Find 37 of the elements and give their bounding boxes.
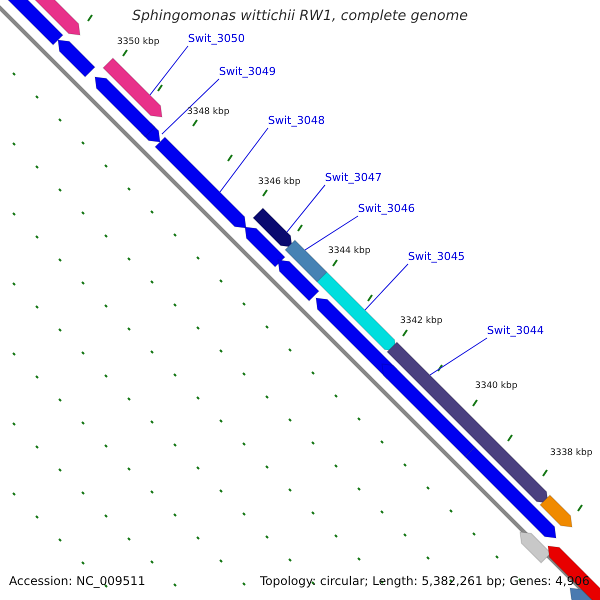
gene-feature: [154, 136, 247, 229]
gene-label: Swit_3050: [188, 32, 245, 45]
scale-label: 3346 kbp: [258, 177, 300, 187]
gene-feature: [57, 39, 96, 78]
scale-label: 3350 kbp: [117, 37, 160, 47]
leader-line: [219, 128, 268, 193]
gene-feature: [34, 0, 81, 36]
gene-label: Swit_3048: [268, 114, 325, 127]
scale-label: 3344 kbp: [328, 246, 370, 256]
scale-label: 3338 kbp: [550, 448, 592, 458]
leader-line: [304, 216, 358, 251]
gene-feature: [539, 494, 573, 528]
gene-feature: [284, 239, 329, 284]
gene-feature: [94, 76, 156, 138]
gene-feature: [316, 271, 397, 352]
scale-label: 3342 kbp: [400, 316, 442, 326]
leader-line: [286, 184, 326, 233]
gene-label: Swit_3047: [325, 171, 382, 184]
gene-feature: [252, 207, 293, 248]
gene-label: Swit_3044: [487, 324, 544, 337]
gene-feature: [381, 363, 476, 458]
gene-label: Swit_3045: [408, 250, 465, 263]
diagram-title: Sphingomonas wittichii RW1, complete genome: [131, 8, 469, 24]
leader-line: [364, 264, 408, 311]
gene-feature: [386, 341, 549, 504]
gene-feature: [102, 57, 163, 118]
gene-feature: [244, 226, 286, 268]
footer-text: Accession: NC_009511: [9, 574, 146, 588]
scale-label: 3348 kbp: [187, 107, 230, 117]
gene-label: Swit_3049: [219, 65, 276, 78]
gene-feature: [277, 259, 320, 302]
footer-text: Topology: circular; Length: 5,382,261 bp; Genes: 4,906: [260, 574, 590, 588]
leader-line: [149, 46, 188, 96]
scale-label: 3340 kbp: [475, 381, 518, 391]
leader-line: [161, 78, 220, 135]
gene-label: Swit_3046: [358, 202, 415, 215]
leader-line: [429, 338, 488, 376]
